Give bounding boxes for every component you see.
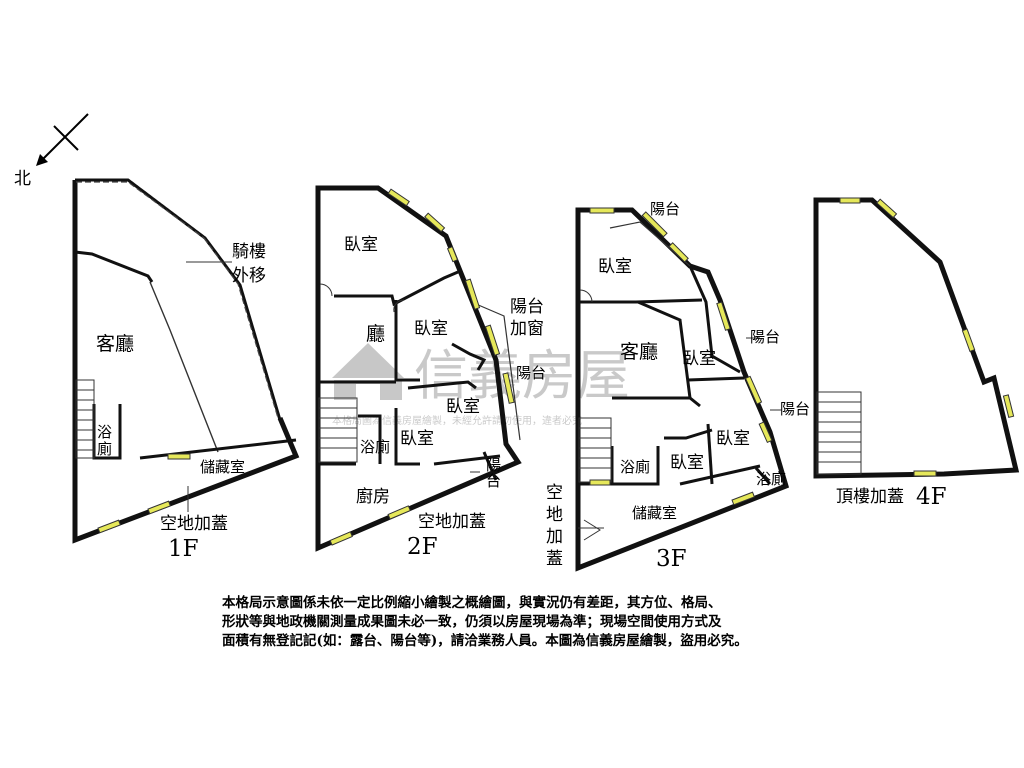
- disclaimer-line-1: 本格局示意圖係未依一定比例縮小繪製之概繪圖，與實況仍有差距，其方位、格局、: [222, 595, 722, 611]
- floor-2f: [315, 185, 522, 552]
- 3f-balcony-right-2: 陽台: [780, 400, 810, 418]
- 3f-bath-right: 浴廁: [756, 470, 786, 488]
- north-arrow-icon: [36, 113, 89, 166]
- floor-1f: [72, 178, 300, 544]
- 2f-bedroom-b: 臥室: [414, 319, 448, 339]
- compass-label: 北: [14, 169, 31, 189]
- 3f-bath-left: 浴廁: [620, 458, 650, 476]
- 2f-bath: 浴廁: [360, 438, 390, 456]
- disclaimer-line-3: 面積有無登記記(如：露台、陽台等)，請洽業務人員。本圖為信義房屋繪製，盜用必究。: [222, 633, 748, 649]
- 1f-storage: 儲藏室: [200, 458, 245, 476]
- 2f-balcony-1: 陽: [486, 456, 501, 474]
- 3f-yard-3: 加: [546, 527, 563, 547]
- 3f-yard-1: 空: [546, 483, 563, 503]
- 3f-bedroom-b: 臥室: [682, 349, 716, 369]
- 2f-bedroom-c: 臥室: [446, 397, 480, 417]
- 1f-arcade-label-1: 騎樓: [232, 242, 266, 262]
- 2f-floor-name: 2F: [407, 534, 438, 560]
- disclaimer-notes: 本格局示意圖係未依一定比例縮小繪製之概繪圖，與實況仍有差距，其方位、格局、 形狀…: [222, 594, 812, 651]
- 3f-yard-2: 地: [546, 505, 563, 525]
- house-logo-icon: [332, 343, 404, 400]
- 2f-balcony-window-1: 陽台: [510, 297, 544, 317]
- 3f-floor-name: 3F: [656, 546, 687, 572]
- 3f-bedroom-a: 臥室: [598, 257, 632, 277]
- 2f-balcony-2: 台: [486, 472, 501, 490]
- 1f-floor-name: 1F: [168, 536, 199, 562]
- 3f-balcony-right-1: 陽台: [750, 328, 780, 346]
- watermark-brand: 信義房屋: [414, 344, 630, 407]
- 2f-balcony-inner: 陽台: [516, 364, 546, 382]
- 1f-bath-label-1: 浴: [97, 423, 112, 441]
- 2f-kitchen: 廚房: [356, 486, 390, 507]
- 3f-yard-4: 蓋: [546, 549, 563, 569]
- disclaimer-line-2: 形狀等與地政機關測量成果圖未必一致，仍須以房屋現場為準；現場空間使用方式及: [222, 614, 722, 630]
- 2f-hall: 廳: [366, 323, 385, 345]
- 1f-yard: 空地加蓋: [160, 514, 228, 534]
- 2f-yard: 空地加蓋: [418, 512, 486, 532]
- 2f-bedroom-d: 臥室: [400, 429, 434, 449]
- 1f-arcade-label-2: 外移: [232, 266, 266, 286]
- 3f-bedroom-d: 臥室: [670, 453, 704, 473]
- 3f-balcony-top: 陽台: [650, 200, 680, 218]
- 4f-floor-name: 4F: [916, 484, 947, 510]
- 1f-bath-label-2: 廁: [97, 440, 112, 458]
- floor-3f: [575, 207, 790, 572]
- 4f-roof-extension: 頂樓加蓋: [836, 487, 904, 507]
- 1f-living-room: 客廳: [96, 333, 134, 355]
- 3f-bedroom-c: 臥室: [716, 429, 750, 449]
- 3f-living-room: 客廳: [620, 341, 658, 363]
- watermark: 信義房屋 本格局圖為信義房屋繪製，未經允許請勿使用，違者必究: [332, 343, 630, 427]
- floor-4f: [813, 197, 1020, 479]
- 2f-balcony-window-2: 加窗: [510, 319, 544, 339]
- 2f-bedroom-a: 臥室: [344, 235, 378, 255]
- 3f-storage: 儲藏室: [632, 504, 677, 522]
